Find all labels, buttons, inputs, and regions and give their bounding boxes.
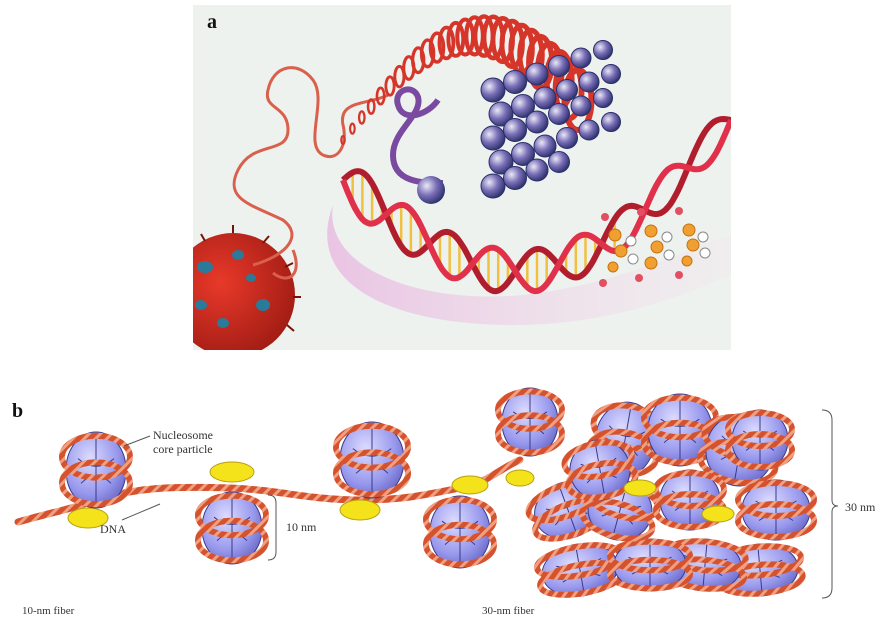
nucleosome-bead xyxy=(504,119,527,142)
ten-nm-fiber-label: 10-nm fiber xyxy=(22,604,74,618)
nucleosome-bead xyxy=(504,71,527,94)
nucleosome xyxy=(738,480,814,540)
nucleosome-bead xyxy=(526,111,548,133)
ten-nm-annotation: 10 nm xyxy=(286,520,316,534)
nucleosome-annotation-line2: core particle xyxy=(153,442,213,456)
nucleosome xyxy=(426,496,494,568)
nucleosome-bead xyxy=(571,48,591,68)
nucleosome-bead xyxy=(579,72,599,92)
nucleosome xyxy=(728,410,792,470)
linker-histone xyxy=(210,462,254,482)
nucleosome-bead xyxy=(549,56,570,77)
linker-histone xyxy=(506,470,534,486)
nucleosome xyxy=(198,492,266,564)
chromosome-cell xyxy=(193,225,301,350)
supercoil-loop xyxy=(386,77,394,95)
nucleosome-bead xyxy=(594,89,613,108)
nucleosome-bead xyxy=(504,167,527,190)
nucleosome-annotation-line1: Nucleosome xyxy=(153,428,213,442)
dna-annotation: DNA xyxy=(100,522,126,536)
red-supercoil xyxy=(341,16,591,144)
nucleosome-bead xyxy=(526,159,548,181)
nucleosome-annotation: Nucleosome core particle xyxy=(153,428,213,456)
supercoil-loop xyxy=(377,88,384,104)
nucleosome-bead xyxy=(579,120,599,140)
nucleosome-bead xyxy=(602,113,621,132)
linker-histone xyxy=(702,506,734,522)
nucleosome xyxy=(336,422,408,498)
thirty-nm-fiber-label: 30-nm fiber xyxy=(482,604,534,618)
nucleosome-bead xyxy=(602,65,621,84)
nucleosome-bead xyxy=(481,78,505,102)
supercoil-loop xyxy=(350,124,355,134)
nucleosome-bead xyxy=(594,41,613,60)
panel-b-illustration: b Nucleosome core particle DNA 10 nm 30 … xyxy=(0,360,878,621)
nucleosome-bead xyxy=(481,174,505,198)
panel-a-label: a xyxy=(207,11,217,34)
nucleosome-bead xyxy=(549,152,570,173)
thirty-nm-annotation: 30 nm xyxy=(845,500,875,514)
linker-histone xyxy=(624,480,656,496)
chromatin-fiber-loop xyxy=(234,68,388,265)
nucleosome-bead xyxy=(557,128,578,149)
panel-b-label: b xyxy=(12,400,23,423)
nucleosome-bead xyxy=(557,80,578,101)
nucleosome xyxy=(610,539,690,591)
linker-histone xyxy=(340,500,380,520)
nucleosome-coil xyxy=(481,41,621,199)
chromatin-fiber-diagram xyxy=(0,360,878,621)
chromosome-packing-illustration xyxy=(193,5,731,350)
nucleosome-bead xyxy=(481,126,505,150)
purple-fiber-loop xyxy=(393,89,443,183)
ten-nm-bracket xyxy=(268,495,276,560)
nucleosome-bead xyxy=(526,63,548,85)
nucleosome xyxy=(62,432,130,508)
nucleosome-bead xyxy=(549,104,570,125)
thirty-nm-bracket xyxy=(822,410,838,598)
nucleosome-bead xyxy=(571,96,591,116)
supercoil-loop xyxy=(359,111,364,123)
panel-a-illustration: a xyxy=(193,5,731,350)
linker-histone xyxy=(452,476,488,494)
nucleosome xyxy=(498,388,562,456)
